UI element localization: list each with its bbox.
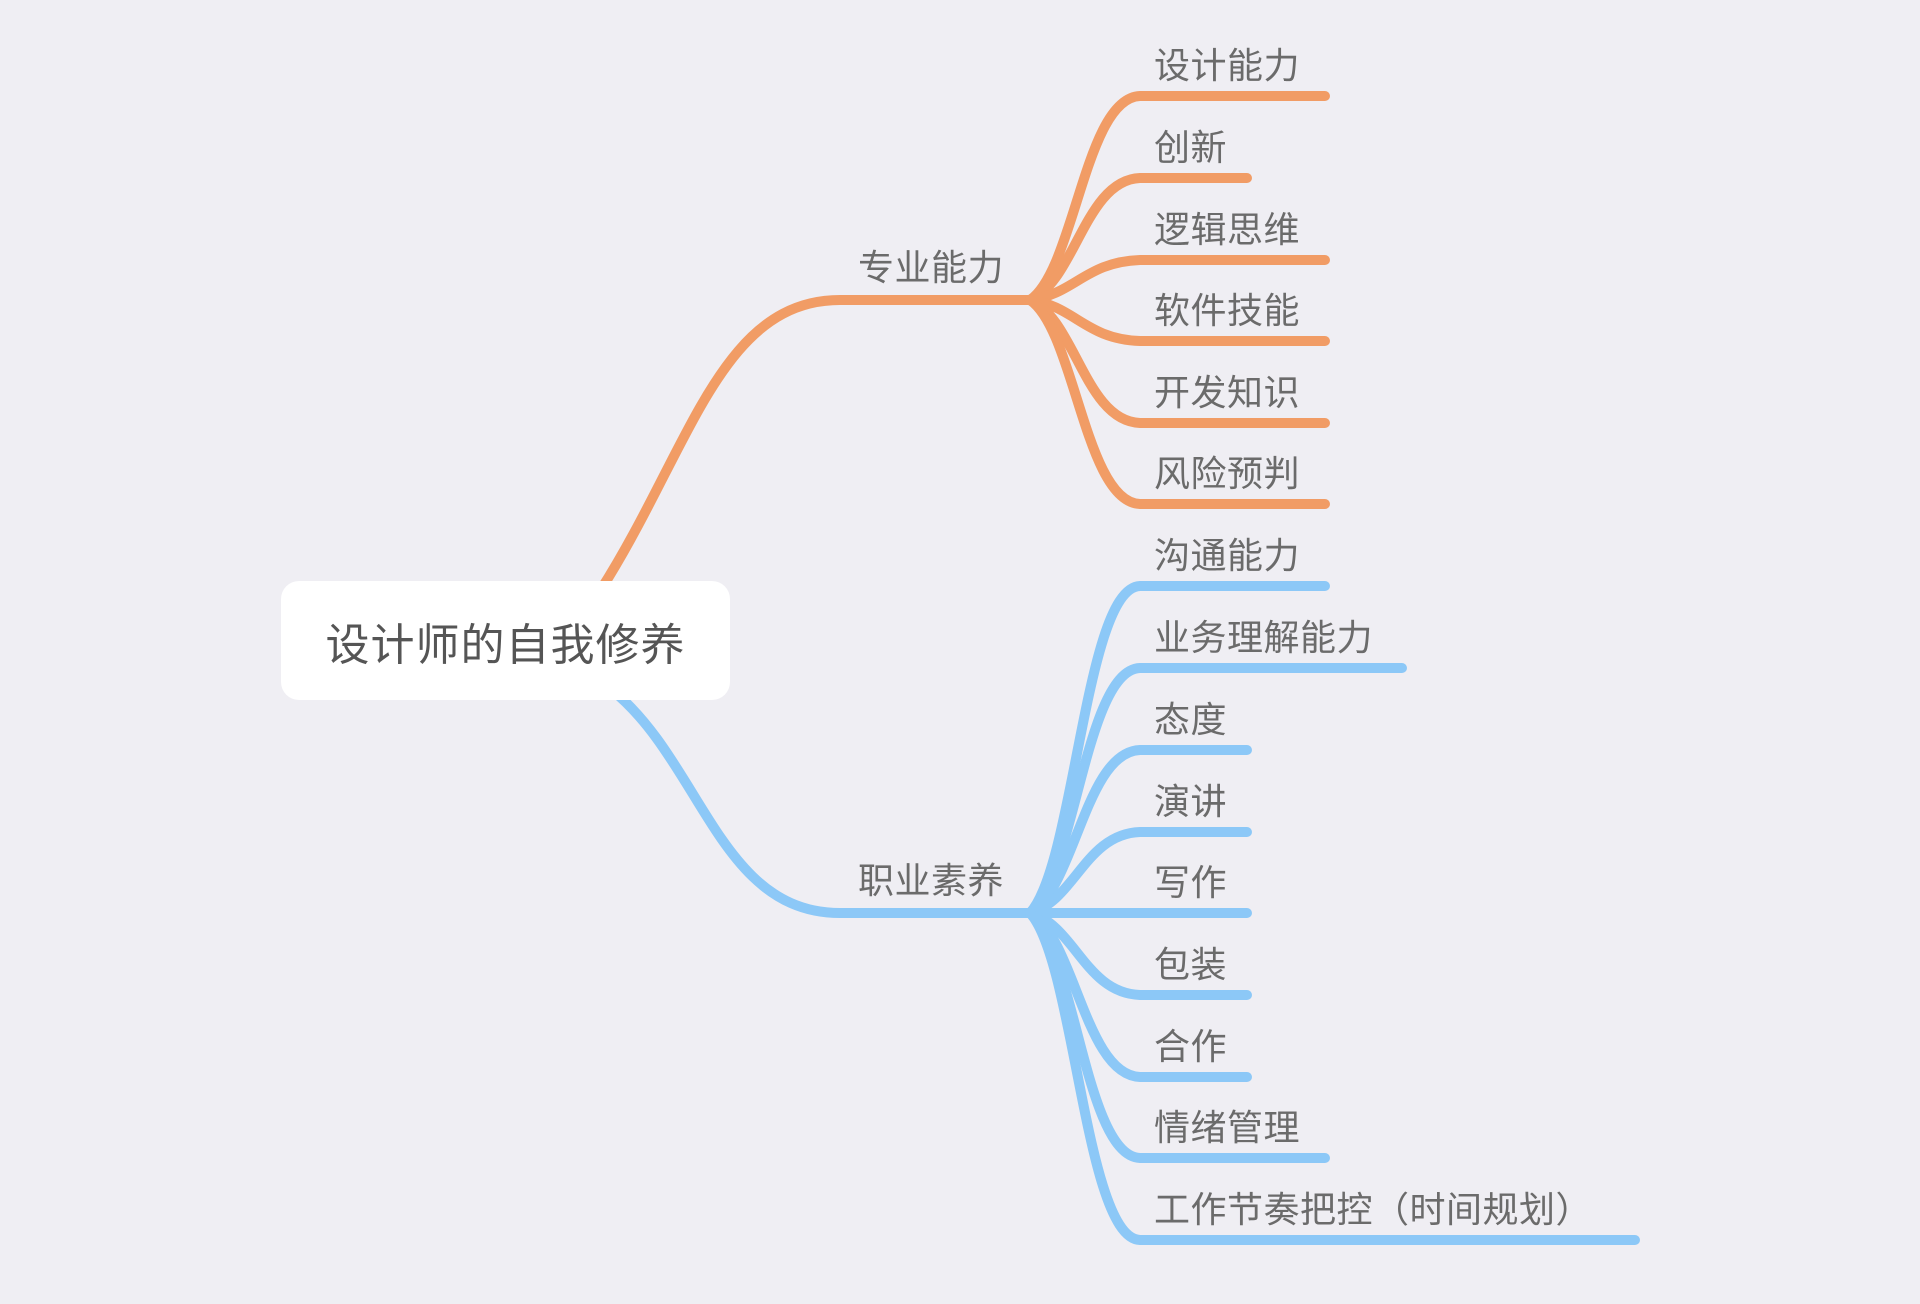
leaf-label: 包装 (1154, 945, 1228, 986)
branch-node-professional-quality[interactable]: 职业素养 (858, 861, 1004, 903)
leaf-label: 工作节奏把控（时间规划） (1154, 1190, 1593, 1231)
leaf-node-speech[interactable]: 演讲 (1154, 782, 1227, 824)
leaf-node-attitude[interactable]: 态度 (1154, 700, 1227, 742)
leaf-label: 创新 (1154, 128, 1228, 169)
leaf-label: 风险预判 (1154, 454, 1301, 495)
leaf-label: 业务理解能力 (1154, 618, 1374, 659)
leaf-node-cooperation[interactable]: 合作 (1154, 1027, 1227, 1069)
leaf-node-risk-prediction[interactable]: 风险预判 (1154, 454, 1300, 496)
leaf-node-software-skills[interactable]: 软件技能 (1154, 291, 1300, 333)
leaf-node-work-rhythm[interactable]: 工作节奏把控（时间规划） (1154, 1190, 1592, 1232)
leaf-label: 逻辑思维 (1154, 210, 1301, 251)
leaf-label: 态度 (1154, 700, 1228, 741)
leaf-node-communication[interactable]: 沟通能力 (1154, 536, 1300, 578)
leaf-node-emotion-management[interactable]: 情绪管理 (1154, 1108, 1300, 1150)
leaf-label: 开发知识 (1154, 373, 1301, 414)
leaf-label: 设计能力 (1154, 46, 1301, 87)
leaf-label: 写作 (1154, 863, 1228, 904)
branch-label: 专业能力 (858, 248, 1005, 289)
leaf-node-writing[interactable]: 写作 (1154, 863, 1227, 905)
leaf-label: 沟通能力 (1154, 536, 1301, 577)
leaf-node-innovation[interactable]: 创新 (1154, 128, 1227, 170)
branch-node-professional-ability[interactable]: 专业能力 (858, 248, 1004, 290)
leaf-node-design-ability[interactable]: 设计能力 (1154, 46, 1300, 88)
leaf-node-dev-knowledge[interactable]: 开发知识 (1154, 373, 1300, 415)
branch-label: 职业素养 (858, 861, 1005, 902)
leaf-node-business-understanding[interactable]: 业务理解能力 (1154, 618, 1373, 660)
leaf-label: 软件技能 (1154, 291, 1301, 332)
leaf-node-packaging[interactable]: 包装 (1154, 945, 1227, 987)
leaf-label: 情绪管理 (1154, 1108, 1301, 1149)
leaf-label: 合作 (1154, 1027, 1228, 1068)
root-label: 设计师的自我修养 (325, 619, 686, 671)
leaf-node-logical-thinking[interactable]: 逻辑思维 (1154, 210, 1300, 252)
leaf-label: 演讲 (1154, 782, 1228, 823)
root-node[interactable]: 设计师的自我修养 (281, 581, 730, 700)
